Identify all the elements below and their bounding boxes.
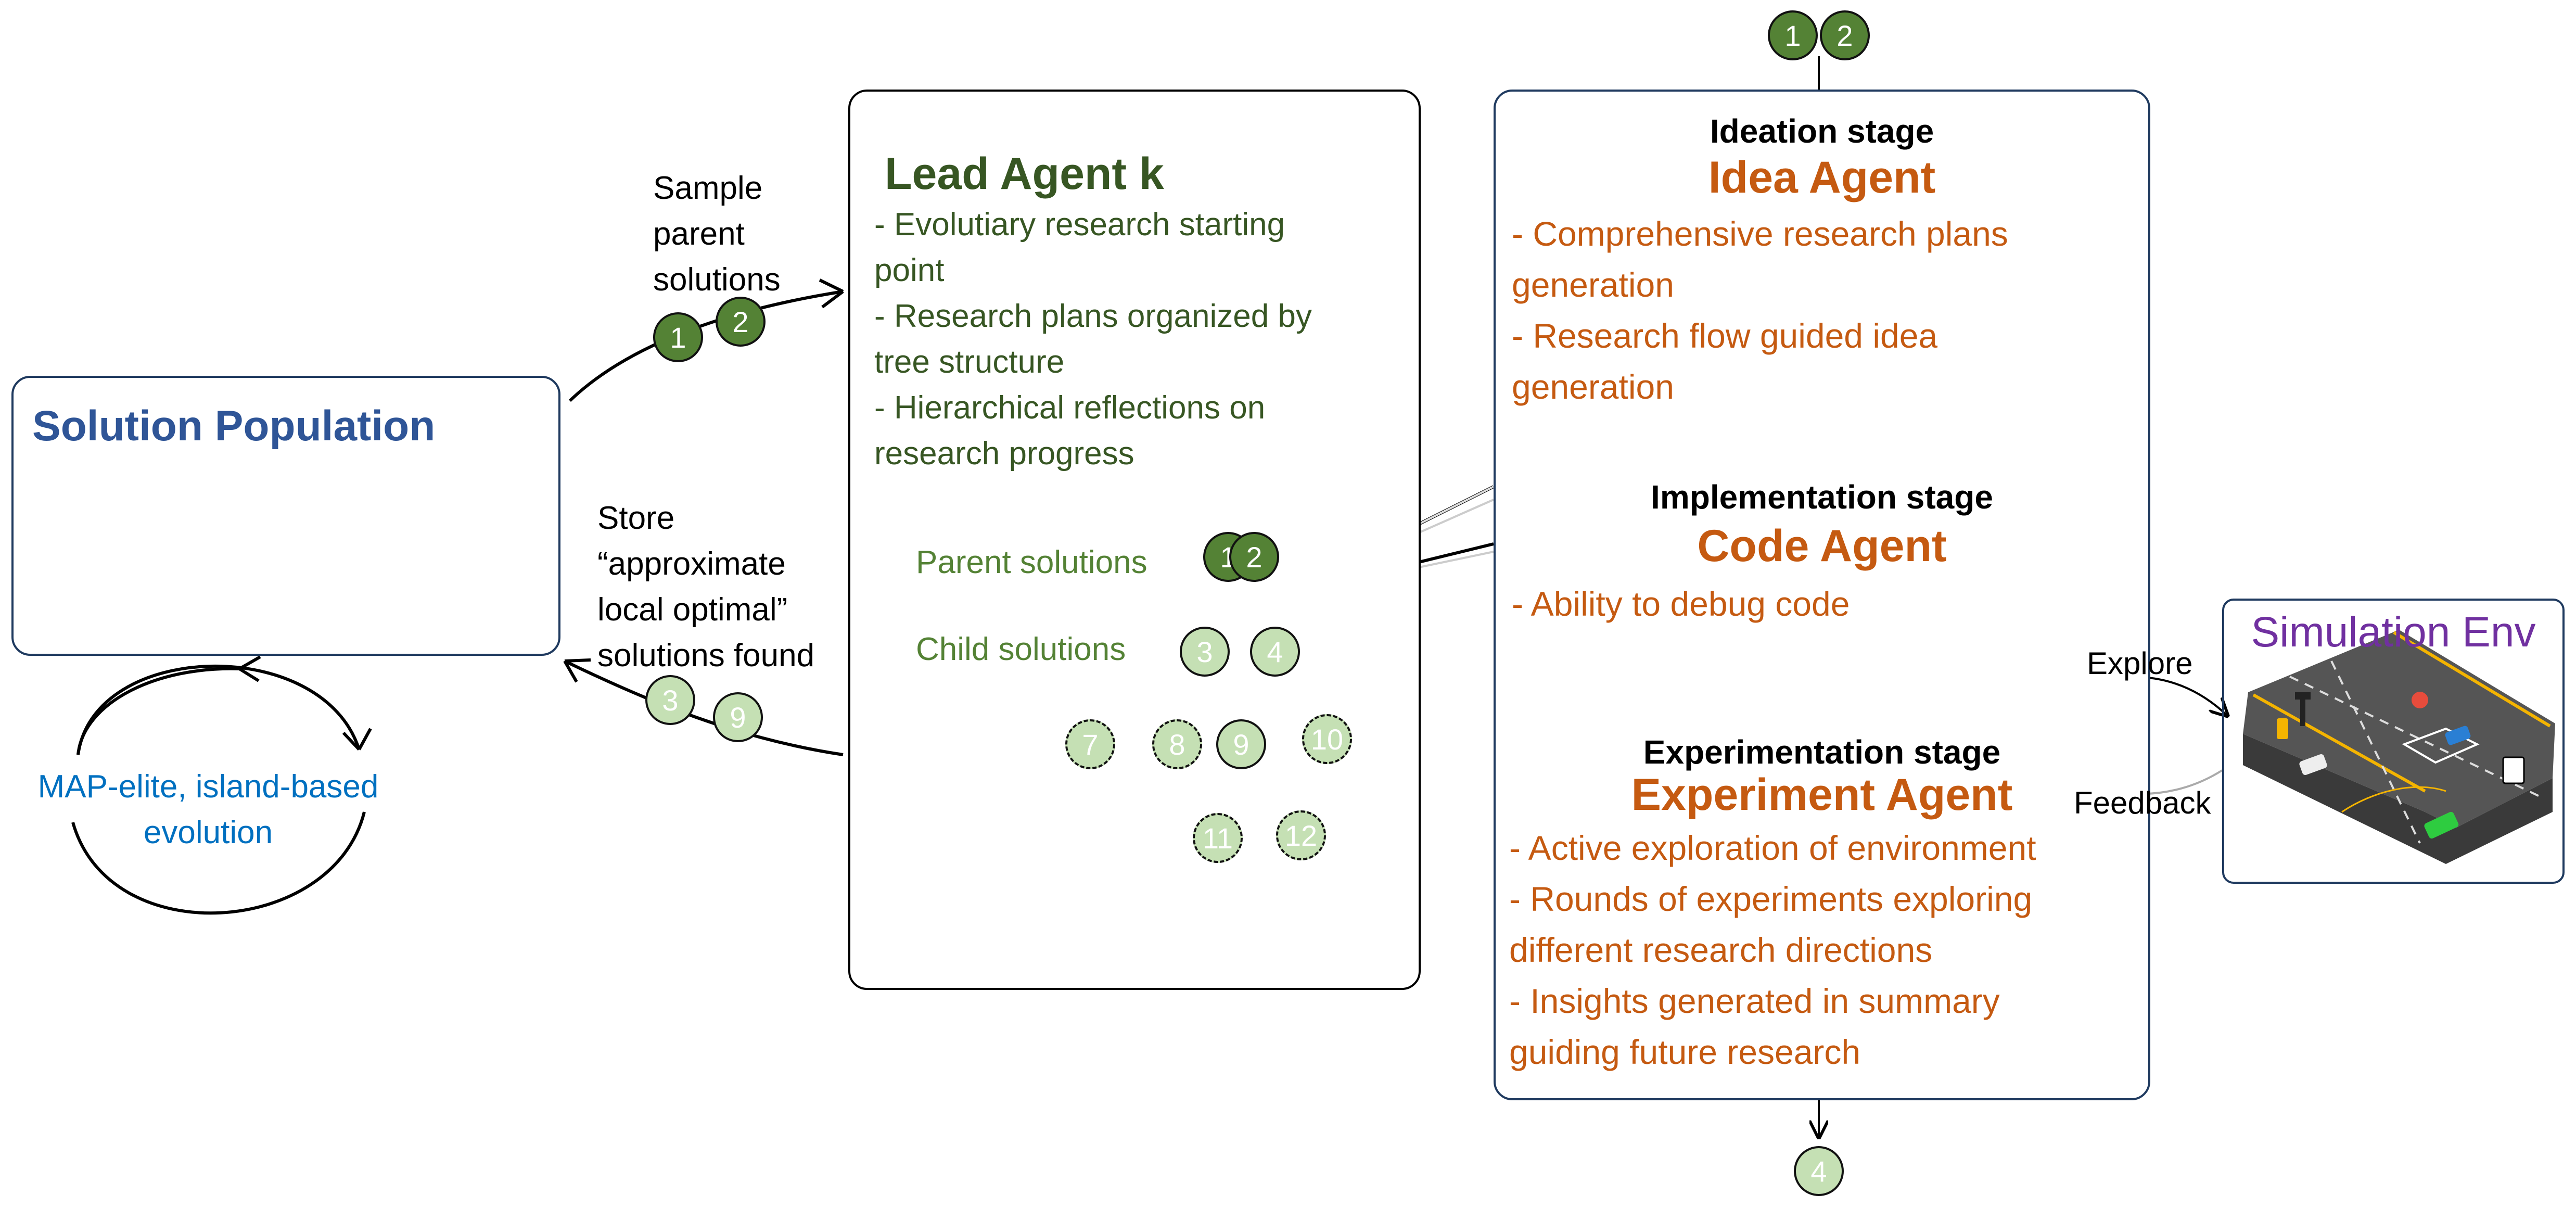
- store-label-line: solutions found: [597, 638, 815, 674]
- ideation-line: - Research flow guided idea: [1512, 316, 1938, 355]
- parent-solutions-label: Parent solutions: [916, 544, 1147, 580]
- ideation-description: - Comprehensive research plans generatio…: [1512, 208, 2008, 412]
- sample-node: 2: [716, 297, 766, 347]
- experimentation-line: guiding future research: [1509, 1033, 1861, 1071]
- experiment-agent-title: Experiment Agent: [1631, 770, 2013, 820]
- evolution-label: MAP-elite, island-based evolution: [21, 764, 396, 856]
- experimentation-stage-label: Experimentation stage: [1643, 733, 2001, 771]
- ideation-line: generation: [1512, 367, 1674, 406]
- explore-label: Explore: [2087, 646, 2193, 681]
- evolution-cycle-upper-arrow: [76, 665, 361, 755]
- feedback-label: Feedback: [2074, 785, 2211, 820]
- experimentation-line: - Active exploration of environment: [1509, 829, 2036, 867]
- sample-label-line: Sample: [653, 170, 763, 206]
- code-agent-title: Code Agent: [1697, 521, 1947, 571]
- lead-agent-line: - Research plans organized by: [874, 298, 1312, 334]
- lead-agent-line: - Evolutiary research starting: [874, 207, 1285, 243]
- lead-agent-description: - Evolutiary research starting point - R…: [874, 202, 1312, 477]
- child-node: 3: [1180, 627, 1230, 677]
- implementation-stage-label: Implementation stage: [1651, 478, 1993, 516]
- evolution-label-line: evolution: [143, 815, 273, 850]
- evolution-label-line: MAP-elite, island-based: [37, 769, 379, 805]
- flow-node: 1: [1768, 10, 1818, 60]
- sample-arrow: [568, 290, 844, 402]
- ideation-line: generation: [1512, 265, 1674, 304]
- idea-agent-title: Idea Agent: [1708, 153, 1936, 202]
- solution-population-title: Solution Population: [32, 402, 436, 450]
- stages-box: [1494, 90, 2150, 1100]
- parent-node: 2: [1229, 532, 1279, 582]
- store-label-line: “approximate: [597, 546, 786, 582]
- simulation-env-title: Simulation Env: [2251, 608, 2536, 656]
- experimentation-description: - Active exploration of environment - Ro…: [1509, 822, 2036, 1077]
- simulation-env-box: [2222, 599, 2565, 884]
- solution-population-box: [11, 376, 560, 656]
- store-label: Store “approximate local optimal” soluti…: [597, 495, 814, 679]
- child-node: 9: [1216, 719, 1266, 769]
- sample-label: Sample parent solutions: [653, 166, 781, 303]
- lead-agent-line: research progress: [874, 436, 1134, 472]
- child-node: 7: [1065, 719, 1115, 769]
- lead-agent-title: Lead Agent k: [885, 149, 1164, 199]
- ideation-line: - Comprehensive research plans: [1512, 214, 2008, 253]
- implementation-description: - Ability to debug code: [1512, 585, 1850, 623]
- child-node: 12: [1276, 810, 1326, 860]
- child-solutions-label: Child solutions: [916, 631, 1126, 667]
- experimentation-line: different research directions: [1509, 931, 1933, 969]
- store-label-line: local optimal”: [597, 592, 788, 628]
- store-node: 3: [645, 675, 695, 725]
- lead-agent-line: point: [874, 252, 945, 288]
- child-node: 10: [1302, 714, 1352, 764]
- experimentation-line: - Insights generated in summary: [1509, 982, 2000, 1020]
- child-node: 11: [1193, 813, 1243, 863]
- child-node: 8: [1152, 719, 1202, 769]
- sample-label-line: solutions: [653, 262, 781, 298]
- store-label-line: Store: [597, 500, 675, 536]
- store-arrow: [564, 659, 844, 756]
- lead-agent-line: - Hierarchical reflections on: [874, 390, 1266, 426]
- evolution-cycle-lower-arrow: [71, 811, 366, 915]
- ideation-stage-label: Ideation stage: [1710, 112, 1934, 150]
- sample-node: 1: [653, 312, 703, 362]
- experimentation-line: - Rounds of experiments exploring: [1509, 880, 2033, 918]
- traffic-intersection-image: [2243, 630, 2555, 864]
- child-node: 4: [1250, 627, 1300, 677]
- output-node: 4: [1794, 1146, 1844, 1196]
- store-node: 9: [713, 692, 763, 742]
- lead-agent-line: tree structure: [874, 344, 1065, 380]
- sample-label-line: parent: [653, 216, 745, 252]
- flow-node: 2: [1820, 10, 1870, 60]
